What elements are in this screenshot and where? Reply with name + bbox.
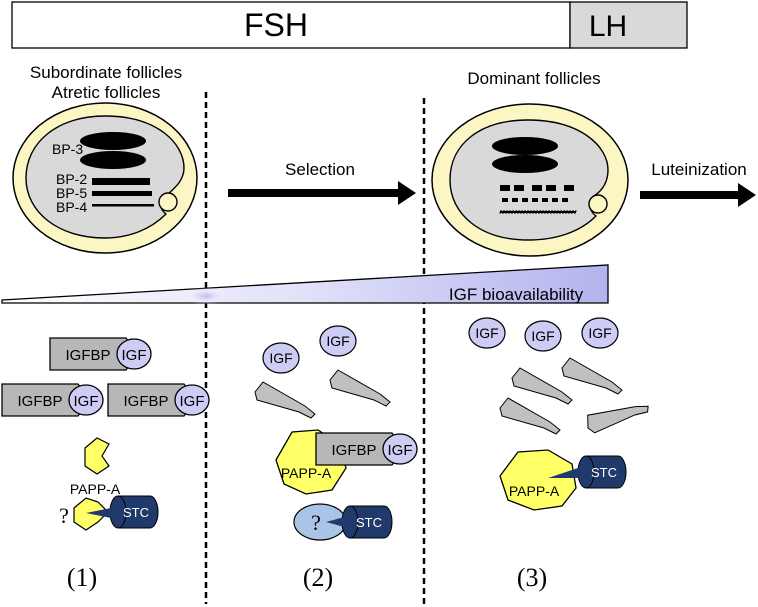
stage-3-number: (3) <box>517 563 547 592</box>
svg-text:IGF: IGF <box>475 325 498 341</box>
svg-text:STC: STC <box>123 505 149 520</box>
selection-label: Selection <box>285 160 355 179</box>
free-igf: IGF <box>524 320 562 352</box>
atretic-follicles-title: Atretic follicles <box>52 83 161 102</box>
subordinate-follicle: BP-3 BP-2 BP-5 BP-4 <box>12 102 198 254</box>
svg-text:IGFBP: IGFBP <box>65 347 110 364</box>
pappa-label: PAPP-A <box>281 465 332 481</box>
svg-text:IGF: IGF <box>326 333 349 349</box>
svg-text:STC: STC <box>356 515 382 530</box>
igfbp-fragment <box>254 381 316 419</box>
svg-text:IGF: IGF <box>180 393 205 410</box>
selection-arrow: Selection <box>228 160 416 205</box>
pappa-label: PAPP-A <box>509 483 560 499</box>
igfbp-fragment <box>499 397 561 435</box>
svg-text:IGF: IGF <box>122 347 147 364</box>
svg-text:IGF: IGF <box>588 325 611 341</box>
svg-text:IGF: IGF <box>269 350 292 366</box>
stage-1-number: (1) <box>67 563 97 592</box>
igfbp-igf-complex: IGFBP IGF <box>49 337 152 371</box>
luteinization-arrow: Luteinization <box>640 160 756 207</box>
bp2-label: BP-2 <box>56 171 87 187</box>
igf-bioavailability-gradient: IGF bioavailability <box>1 264 609 305</box>
pappa-label: PAPP-A <box>70 481 121 497</box>
igfbp-igf-complex: IGFBP IGF <box>107 383 210 417</box>
igfbp-igf-complex: IGFBP IGF <box>1 383 104 417</box>
free-igf: IGF <box>468 317 506 349</box>
bp3-label: BP-3 <box>52 141 83 157</box>
fsh-box <box>11 1 571 49</box>
luteinization-label: Luteinization <box>651 160 746 179</box>
svg-text:STC: STC <box>591 465 617 480</box>
hormone-bar: FSH LH <box>11 1 688 49</box>
igf-bioavailability-label: IGF bioavailability <box>449 285 584 304</box>
stage-1-molecules: IGFBP IGF IGFBP IGF IGFBP IGF PAPP-A ? S… <box>1 337 210 531</box>
svg-text:IGF: IGF <box>74 393 99 410</box>
lh-box <box>569 1 688 49</box>
svg-text:IGF: IGF <box>531 328 554 344</box>
igfbp-igf-complex: IGFBP IGF <box>315 432 418 466</box>
stc-molecule: STC <box>86 495 159 529</box>
pappa-shape <box>499 449 577 511</box>
dominant-follicles-title: Dominant follicles <box>467 69 600 88</box>
svg-text:IGFBP: IGFBP <box>17 393 62 410</box>
igfbp-fragment <box>329 369 391 407</box>
bp5-label: BP-5 <box>56 185 87 201</box>
unknown-factor-label: ? <box>311 510 321 535</box>
stage-2-number: (2) <box>303 563 333 592</box>
free-igf: IGF <box>581 317 619 349</box>
stage-3-molecules: IGF IGF IGF PAPP-A STC <box>468 317 652 511</box>
bp4-label: BP-4 <box>56 199 87 215</box>
free-igf: IGF <box>262 342 300 374</box>
dominant-follicle <box>431 103 629 257</box>
free-igf: IGF <box>319 325 357 357</box>
svg-text:IGFBP: IGFBP <box>331 442 376 459</box>
fsh-label: FSH <box>244 7 308 43</box>
subordinate-follicles-title: Subordinate follicles <box>30 63 182 82</box>
svg-text:IGFBP: IGFBP <box>123 393 168 410</box>
svg-text:IGF: IGF <box>388 442 413 459</box>
stc-molecule: STC <box>548 455 627 489</box>
unknown-factor-label: ? <box>59 503 69 528</box>
stage-2-molecules: IGF IGF PAPP-A IGFBP IGF ? STC <box>254 325 418 541</box>
pappa-shape <box>84 437 110 475</box>
stc-molecule: STC <box>326 505 393 539</box>
lh-label: LH <box>589 10 627 43</box>
igfbp-fragment <box>561 357 623 395</box>
